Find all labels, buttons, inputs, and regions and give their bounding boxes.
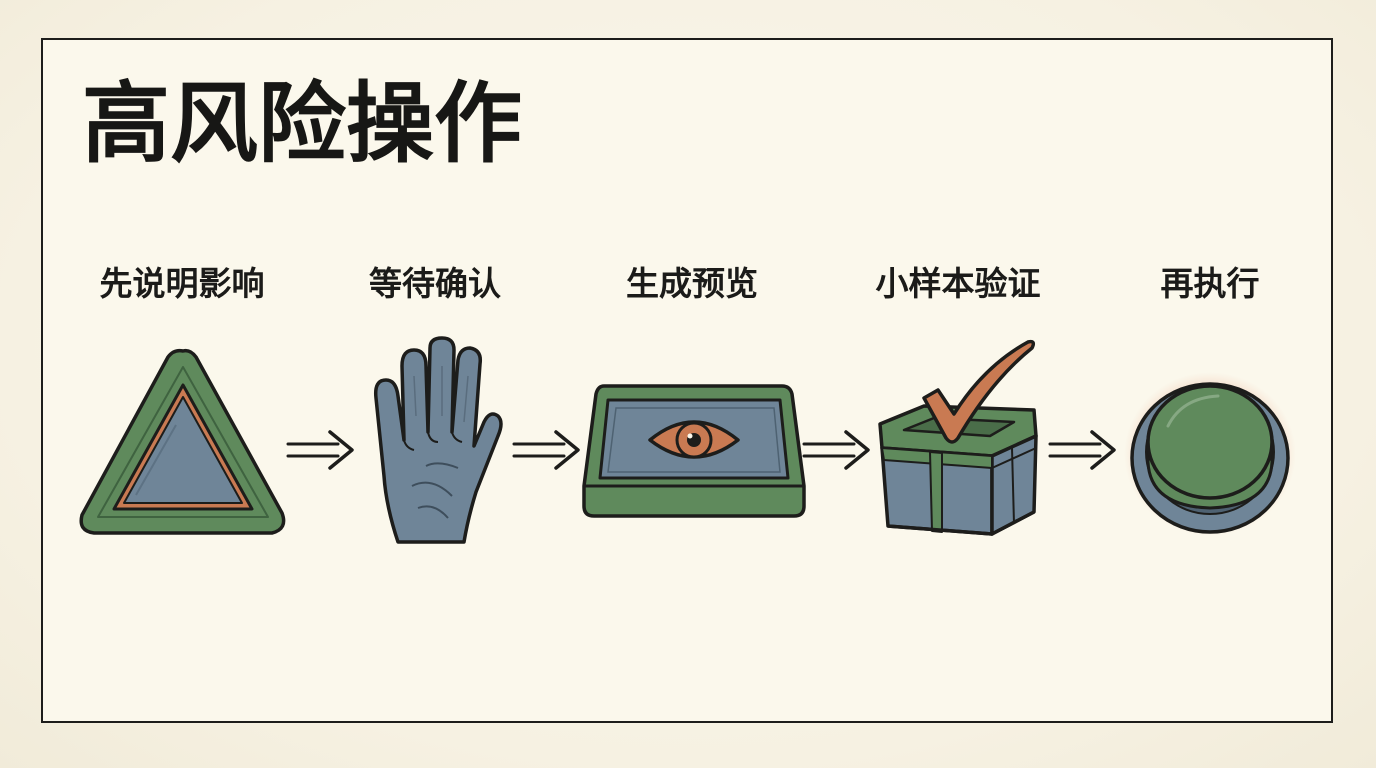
- arrow-right-icon: [1048, 430, 1116, 470]
- step-label-then-execute: 再执行: [1160, 264, 1260, 303]
- step-label-generate-preview: 生成预览: [626, 264, 758, 303]
- step-label-explain-impact: 先说明影响: [99, 264, 265, 303]
- arrow-right-icon: [802, 430, 870, 470]
- step-label-wait-confirm: 等待确认: [369, 264, 501, 303]
- checked-box-icon: [878, 339, 1038, 536]
- page-title: 高风险操作: [82, 72, 523, 175]
- arrow-right-icon: [512, 430, 580, 470]
- stop-hand-icon: [373, 336, 503, 544]
- warning-triangle-icon: [79, 348, 286, 535]
- execute-button-icon[interactable]: [1122, 366, 1298, 538]
- preview-eye-tray-icon: [582, 384, 806, 518]
- diagram-frame: [41, 38, 1333, 723]
- arrow-right-icon: [286, 430, 354, 470]
- step-label-small-sample-verify: 小样本验证: [875, 264, 1041, 303]
